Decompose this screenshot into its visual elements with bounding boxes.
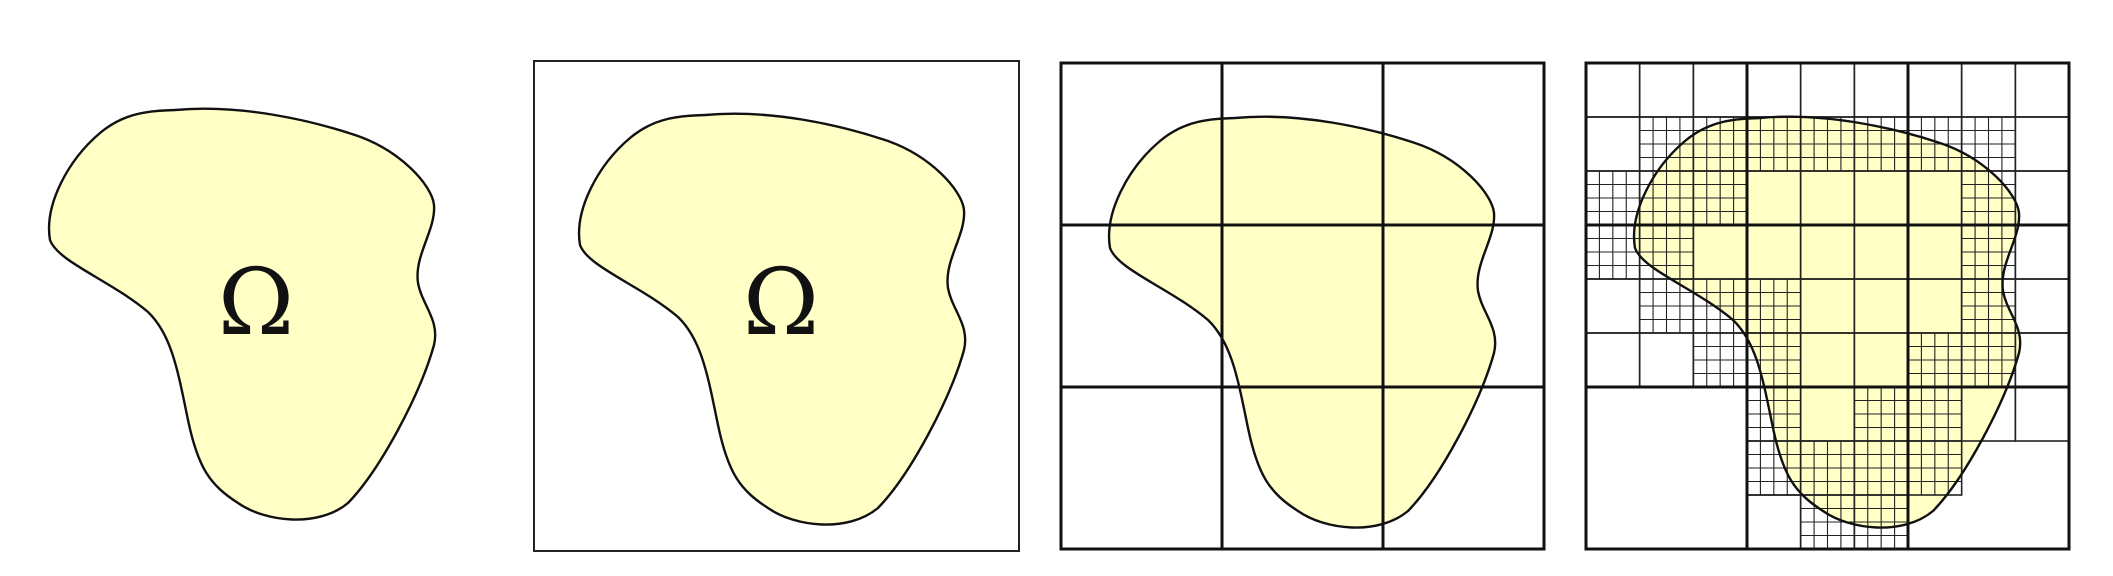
refined-mid-cell xyxy=(1746,62,1802,118)
panel-domain: Ω xyxy=(47,107,437,521)
refined-mid-cell xyxy=(1799,62,1856,118)
omega-label: Ω xyxy=(218,249,294,356)
refined-mid-cell xyxy=(1853,62,1909,118)
refined-mid-cell xyxy=(2014,62,2070,118)
refined-mid-cell xyxy=(1746,494,1802,550)
refined-mid-cell xyxy=(1638,62,1695,118)
refined-mid-cell xyxy=(1585,278,1641,334)
refined-grid-border xyxy=(1584,61,2071,551)
coarse-grid-border xyxy=(1059,61,1546,551)
omega-label: Ω xyxy=(743,249,819,356)
refined-mid-cell xyxy=(1585,62,1641,118)
refined-mid-cell xyxy=(1907,62,1963,118)
refined-mid-cell xyxy=(1692,62,1748,118)
refined-mid-cell xyxy=(1638,332,1695,388)
refined-coarse-lines xyxy=(1584,61,2071,551)
panel-bounding-box: Ω xyxy=(533,60,1020,552)
refined-mid-cell xyxy=(2014,224,2070,280)
refined-mid-cell xyxy=(1585,332,1641,388)
refined-mid-cell xyxy=(2014,278,2070,334)
refined-mid-cell xyxy=(1960,62,2017,118)
panel-refined-grid xyxy=(1584,61,2071,551)
refined-mid-cell xyxy=(2014,170,2070,226)
refined-mid-cell xyxy=(2014,386,2070,442)
panel-coarse-grid xyxy=(1059,61,1546,551)
refined-fine-lines xyxy=(1586,117,2016,549)
refined-mid-cell xyxy=(2014,332,2070,388)
refined-fine-interior-lines xyxy=(1693,171,1908,441)
refined-mid-cell xyxy=(1585,116,1641,172)
bounding-box xyxy=(533,60,1020,552)
coarse-grid-lines xyxy=(1059,61,1546,551)
domain-shape xyxy=(1107,115,1497,529)
refined-mid-cell xyxy=(2014,116,2070,172)
